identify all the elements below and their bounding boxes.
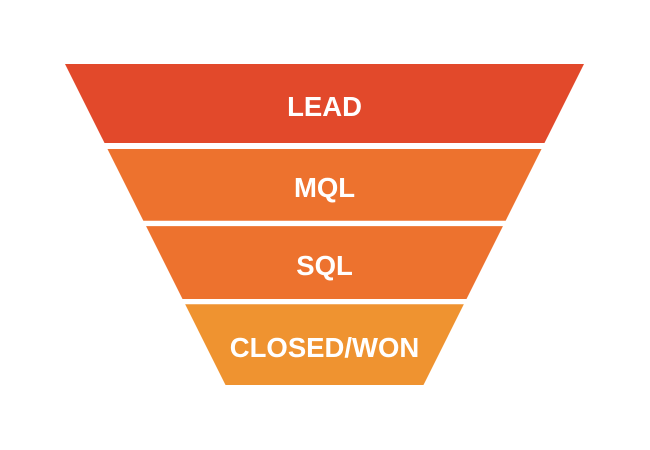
funnel-layer-sql: SQL <box>146 226 503 299</box>
funnel-layer-label: CLOSED/WON <box>229 331 420 363</box>
funnel-layer-lead: LEAD <box>65 64 584 144</box>
funnel-layer-mql: MQL <box>107 148 542 221</box>
funnel-layer-label: MQL <box>293 171 356 203</box>
funnel-layer-label: LEAD <box>287 90 362 122</box>
funnel-shape: LEAD MQL SQL CLOSED/WON <box>65 64 584 386</box>
funnel-layer-closed-won: CLOSED/WON <box>185 304 464 386</box>
funnel-layer-label: SQL <box>296 249 353 281</box>
